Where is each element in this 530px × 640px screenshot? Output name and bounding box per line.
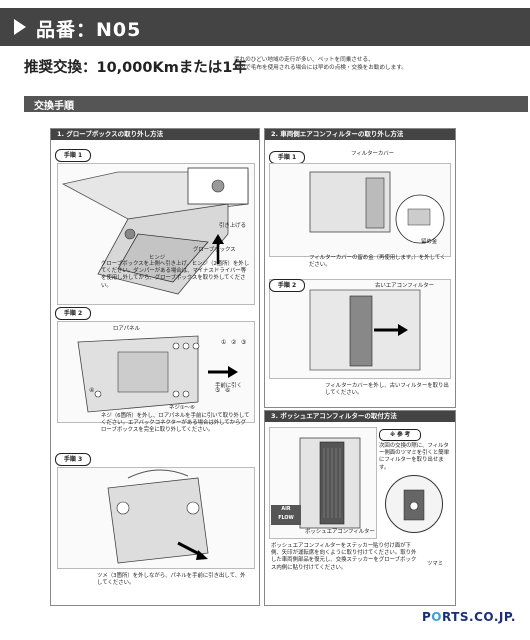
screw-number-6: ⑥ bbox=[225, 387, 231, 394]
callout-bosch-filter: ボッシュエアコンフィルター bbox=[305, 529, 375, 535]
panel3-description: ボッシュエアコンフィルターをステッカー貼り付け面が下側、矢印が運転席を向くように… bbox=[271, 543, 417, 571]
bosch-filter-illustration bbox=[269, 427, 377, 539]
callout-screws: ネジ①～⑥ bbox=[169, 405, 195, 411]
step3-description: ツメ（3箇所）を外しながら、パネルを手前に引き出して、外してください。 bbox=[97, 573, 246, 587]
panel3-title: 3. ボッシュエアコンフィルターの取付方法 bbox=[265, 411, 455, 422]
parts-co-jp-logo: PORTS.CO.JP. bbox=[422, 610, 516, 624]
callout-lower-panel: ロアパネル bbox=[113, 326, 140, 332]
logo-p: P bbox=[421, 610, 432, 624]
panel1-title: 1. グローブボックスの取り外し方法 bbox=[51, 129, 259, 140]
title-bar: 品番：N05 bbox=[0, 8, 530, 46]
screw-number-3: ③ bbox=[241, 339, 247, 346]
lower-panel-illustration bbox=[57, 321, 255, 423]
old-filter-drawing bbox=[309, 289, 421, 371]
note-line-2: 車内で毛布を使用される場合には早めの点検・交換をお勧めします。 bbox=[234, 65, 407, 71]
bosch-filter-drawing bbox=[299, 437, 361, 529]
screw-number-5: ⑤ bbox=[215, 387, 221, 394]
lower-panel-drawing bbox=[77, 335, 238, 413]
glovebox-drawing bbox=[61, 167, 249, 295]
old-filter-illustration bbox=[269, 279, 451, 379]
panel-filter-removal: 2. 車両側エアコンフィルターの取り外し方法 手順 1 フィルターカバー 留め金… bbox=[264, 128, 456, 408]
note-line-1: 汚れのひどい地域の走行が多い、ペットを同乗させる、 bbox=[234, 57, 374, 63]
panel2-step1-description: フィルターカバーの留め金（再使用します。）を外してください。 bbox=[309, 255, 446, 269]
filter-cover-illustration bbox=[269, 163, 451, 257]
panel-glovebox-removal: 1. グローブボックスの取り外し方法 手順 1 引き上げる グローブボックス ヒ… bbox=[50, 128, 260, 606]
step1-description: グローブボックスを上側へ引き上げ、ヒンジ（2箇所）を外してください。ダンパーがあ… bbox=[101, 261, 250, 289]
reference-badge: ※ 参 考 bbox=[379, 429, 421, 441]
airflow-line1: AIR bbox=[281, 507, 291, 512]
step2-badge: 手順 2 bbox=[55, 307, 91, 320]
panel2-title: 2. 車両側エアコンフィルターの取り外し方法 bbox=[265, 129, 455, 140]
screw-number-1: ① bbox=[221, 339, 227, 346]
air-flow-badge: AIR FLOW bbox=[271, 505, 301, 525]
panel-removal-drawing bbox=[107, 469, 209, 564]
panel-removal-illustration bbox=[57, 467, 255, 569]
filter-cover-drawing bbox=[309, 171, 445, 244]
airflow-line2: FLOW bbox=[278, 516, 294, 521]
logo-rest: RTS.CO.JP. bbox=[441, 610, 516, 624]
reference-text: 次回の交換の際に、フィルター側面のツマミを引くと簡単にフィルターを取り出せます。 bbox=[379, 443, 450, 471]
step1-badge: 手順 1 bbox=[55, 149, 91, 162]
glovebox-illustration bbox=[57, 163, 255, 305]
callout-pull-forward: 手前に引く bbox=[215, 383, 242, 389]
section-header: 交換手順 bbox=[24, 96, 528, 112]
callout-lift-up: 引き上げる bbox=[219, 223, 246, 229]
callout-latch: 留め金 bbox=[421, 239, 438, 245]
panel2-step2-badge-front: 手順 2 bbox=[269, 279, 305, 292]
callout-old-filter: 古いエアコンフィルター bbox=[375, 283, 435, 289]
step3-badge: 手順 3 bbox=[55, 453, 91, 466]
section-title: 交換手順 bbox=[34, 101, 74, 112]
callout-filter-cover: フィルターカバー bbox=[351, 151, 395, 157]
knob-detail-circle bbox=[385, 475, 443, 533]
recommendation-note: 汚れのひどい地域の走行が多い、ペットを同乗させる、 車内で毛布を使用される場合に… bbox=[234, 56, 524, 72]
step2-description: ネジ（6箇所）を外し、ロアパネルを手前に引いて取り外してください。エアバックコネ… bbox=[101, 413, 250, 434]
logo-o: O bbox=[431, 610, 442, 624]
callout-knob: ツマミ bbox=[427, 561, 444, 567]
play-arrow-icon bbox=[14, 19, 26, 35]
screw-number-2: ② bbox=[231, 339, 237, 346]
panel-filter-installation: 3. ボッシュエアコンフィルターの取付方法 AIR FLOW ボッシュエアコンフ… bbox=[264, 410, 456, 606]
recommended-replacement: 推奨交換：10,000Kmまたは1年 bbox=[24, 60, 247, 76]
knob-drawing bbox=[403, 489, 425, 521]
product-number-title: 品番：N05 bbox=[36, 19, 142, 41]
panel2-step2-description: フィルターカバーを外し、古いフィルターを取り出してください。 bbox=[325, 383, 449, 397]
callout-hinge: ヒンジ bbox=[149, 255, 166, 261]
screw-number-4: ④ bbox=[89, 387, 95, 394]
callout-glovebox: グローブボックス bbox=[193, 247, 236, 253]
